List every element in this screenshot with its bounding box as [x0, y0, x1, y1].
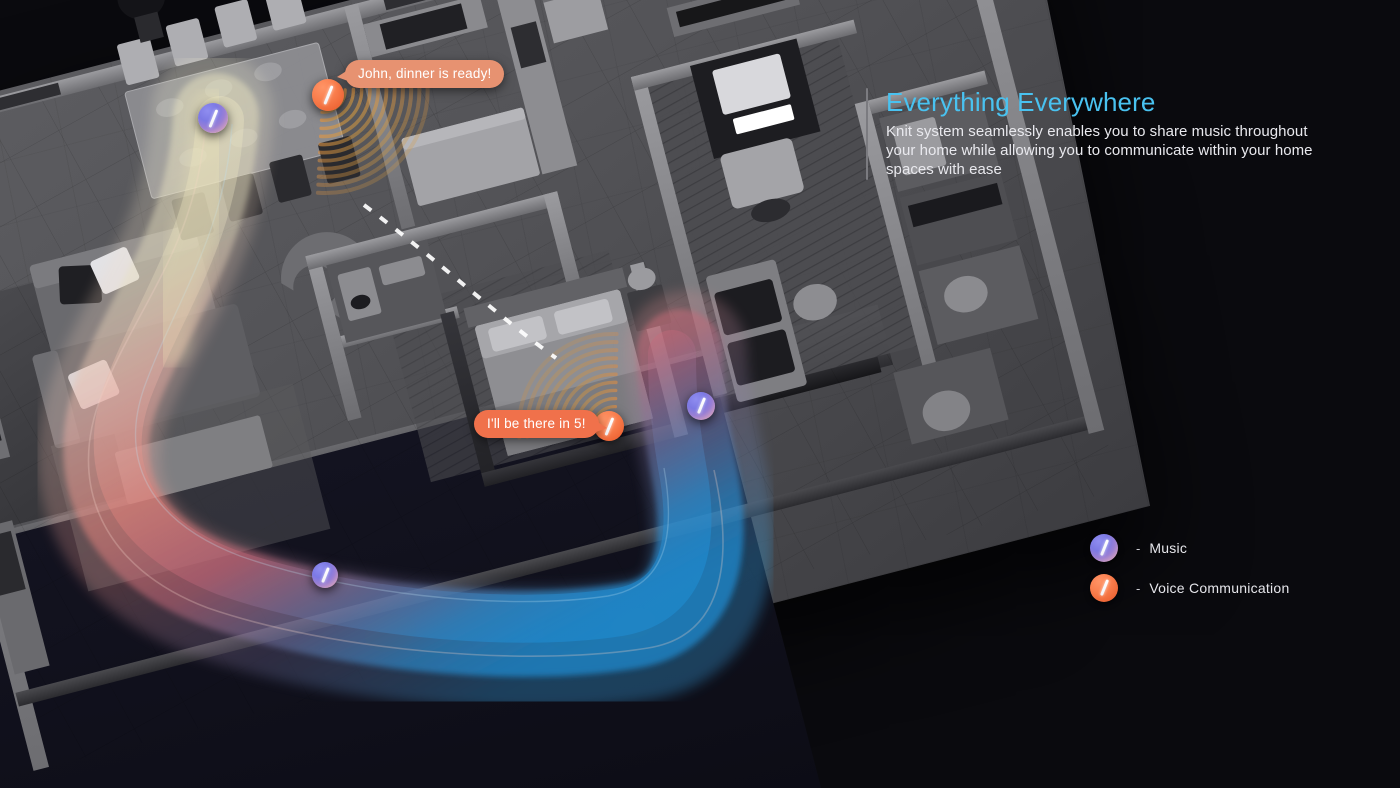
chat-bubble-dinner-text: John, dinner is ready!: [358, 66, 492, 81]
panel-accent-rule: [866, 88, 868, 180]
closet-bathroom: [854, 70, 1039, 445]
legend-item-music: - Music: [1090, 528, 1290, 568]
info-panel: Everything Everywhere Knit system seamle…: [866, 87, 1316, 180]
chat-bubble-dinner[interactable]: John, dinner is ready!: [337, 60, 505, 88]
badge-slash-icon: [320, 567, 330, 583]
badge-slash-icon: [1099, 579, 1109, 597]
badge-slash-icon: [696, 397, 706, 415]
legend-item-voice: - Voice Communication: [1090, 568, 1290, 608]
voice-badge-kitchen[interactable]: [312, 79, 344, 111]
voice-badge-icon: [1090, 574, 1118, 602]
badge-slash-icon: [1099, 539, 1109, 557]
badge-slash-icon: [208, 108, 218, 128]
page-title: Everything Everywhere: [886, 87, 1156, 117]
legend-label-voice: Voice Communication: [1149, 580, 1290, 596]
badge-slash-icon: [323, 85, 333, 105]
bubble-tail: [595, 421, 607, 432]
chat-bubble-five[interactable]: I'll be there in 5!: [474, 410, 607, 438]
legend-separator: -: [1136, 540, 1141, 556]
music-badge-bedroom[interactable]: [687, 392, 715, 420]
legend: - Music - Voice Communication: [1090, 528, 1290, 608]
music-badge-terrace[interactable]: [312, 562, 338, 588]
music-badge-dining[interactable]: [198, 103, 228, 133]
legend-separator: -: [1136, 580, 1141, 596]
bubble-tail: [337, 70, 348, 81]
music-badge-icon: [1090, 534, 1118, 562]
legend-label-music: Music: [1149, 540, 1188, 556]
page-description: Knit system seamlessly enables you to sh…: [886, 123, 1313, 179]
chat-bubble-five-text: I'll be there in 5!: [487, 416, 586, 431]
